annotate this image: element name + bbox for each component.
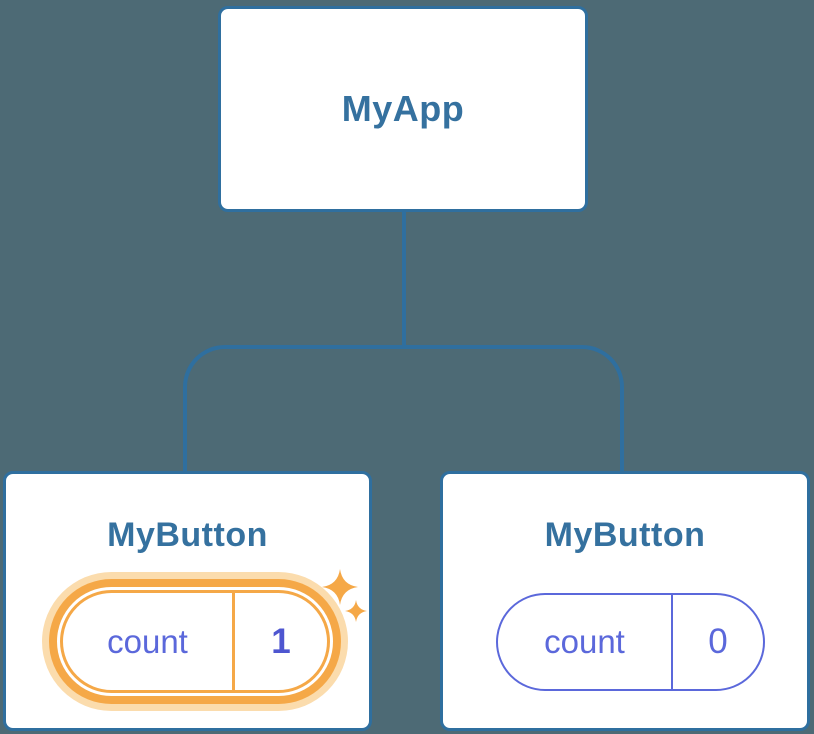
child-node-label: MyButton bbox=[544, 516, 706, 554]
child-node-label: MyButton bbox=[107, 516, 268, 554]
connector-branch bbox=[183, 345, 624, 472]
child-node-mybutton-right: MyButton count 0 bbox=[440, 471, 810, 731]
state-value: 1 bbox=[271, 621, 291, 661]
connector-root-stem bbox=[402, 210, 406, 347]
child-node-mybutton-left: MyButton count 1 bbox=[3, 471, 372, 731]
state-pill-highlighted: count 1 bbox=[60, 590, 330, 693]
state-value: 0 bbox=[708, 622, 728, 661]
state-key-label: count bbox=[63, 593, 235, 690]
root-node-label: MyApp bbox=[341, 88, 465, 129]
state-key-label: count bbox=[498, 595, 673, 689]
root-node-myapp: MyApp bbox=[218, 6, 588, 212]
state-pill: count 0 bbox=[496, 593, 765, 691]
